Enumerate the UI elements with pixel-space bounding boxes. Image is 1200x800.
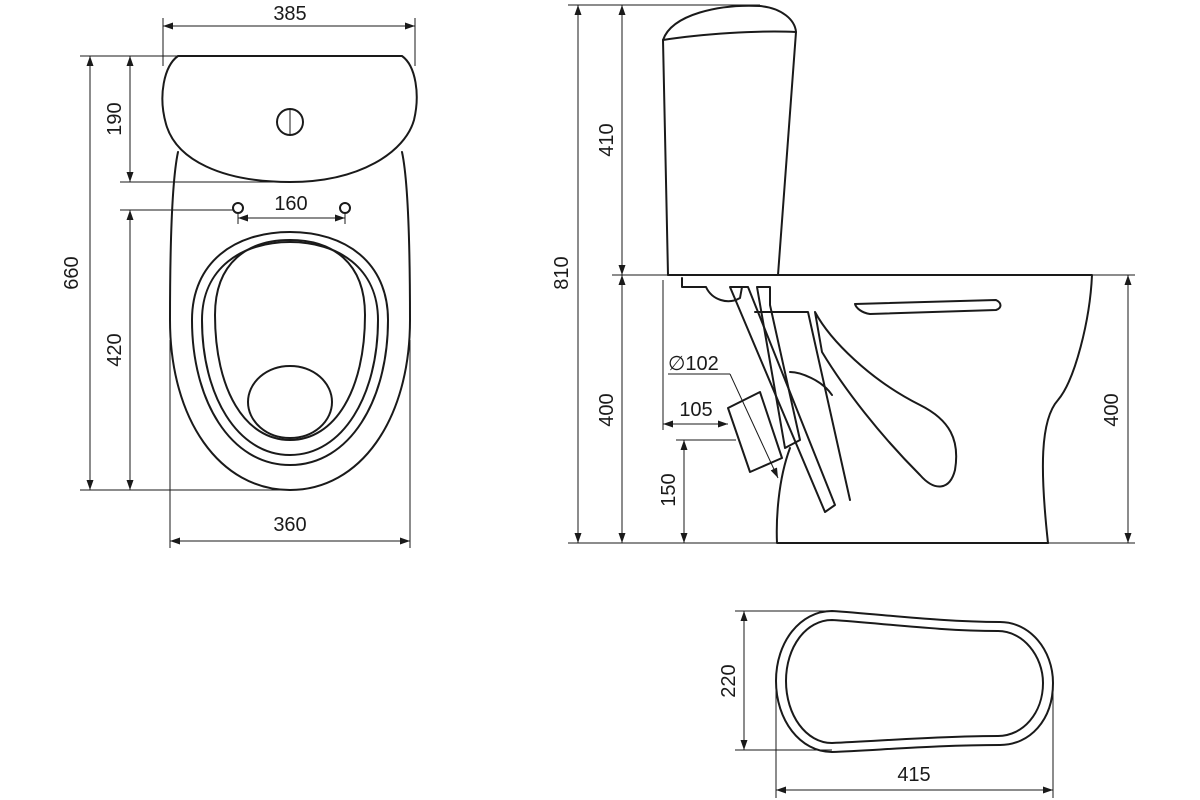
dim-bowl-height-left: 400 [596, 393, 618, 426]
tank-lid-top [161, 55, 418, 183]
dim-top-width: 385 [273, 3, 306, 25]
footprint-view [775, 610, 1054, 753]
bowl-interior-side [814, 311, 958, 488]
dim-bolt-spacing: 160 [274, 193, 307, 215]
outlet-spigot [727, 391, 783, 473]
dim-total-height: 810 [551, 256, 573, 289]
pan-top-edge [667, 274, 1093, 544]
footprint-outer [775, 610, 1054, 753]
top-view [161, 55, 418, 491]
dim-bowl-height-right: 400 [1101, 393, 1123, 426]
drain-hole [247, 365, 333, 439]
footprint-inner [785, 619, 1044, 744]
side-view-dimensions: 810 410 400 400 ∅102 105 150 [551, 4, 1135, 544]
dim-outlet-offset: 105 [679, 399, 712, 421]
seat-outer-ring [191, 231, 389, 466]
bolt-right-icon [339, 202, 351, 214]
footprint-dimensions: 220 415 [718, 610, 1054, 798]
dim-footprint-length: 415 [897, 764, 930, 786]
dim-overall-length: 660 [61, 256, 83, 289]
outlet-channel [729, 286, 836, 513]
dim-footprint-depth: 220 [718, 664, 740, 697]
dim-base-width: 360 [273, 514, 306, 536]
cistern-side [662, 4, 797, 276]
top-view-dimensions: 385 660 190 160 420 360 [61, 3, 416, 548]
dim-outlet-height: 150 [658, 473, 680, 506]
dim-tank-depth: 190 [104, 102, 126, 135]
bowl-opening [214, 239, 366, 441]
pan-foot [775, 447, 1049, 544]
seat-inner-ring [201, 241, 379, 456]
side-view [662, 4, 1093, 544]
dim-outlet-diameter: ∅102 [668, 353, 719, 375]
dim-tank-height: 410 [596, 123, 618, 156]
bolt-left-icon [232, 202, 244, 214]
dim-bowl-length: 420 [104, 333, 126, 366]
